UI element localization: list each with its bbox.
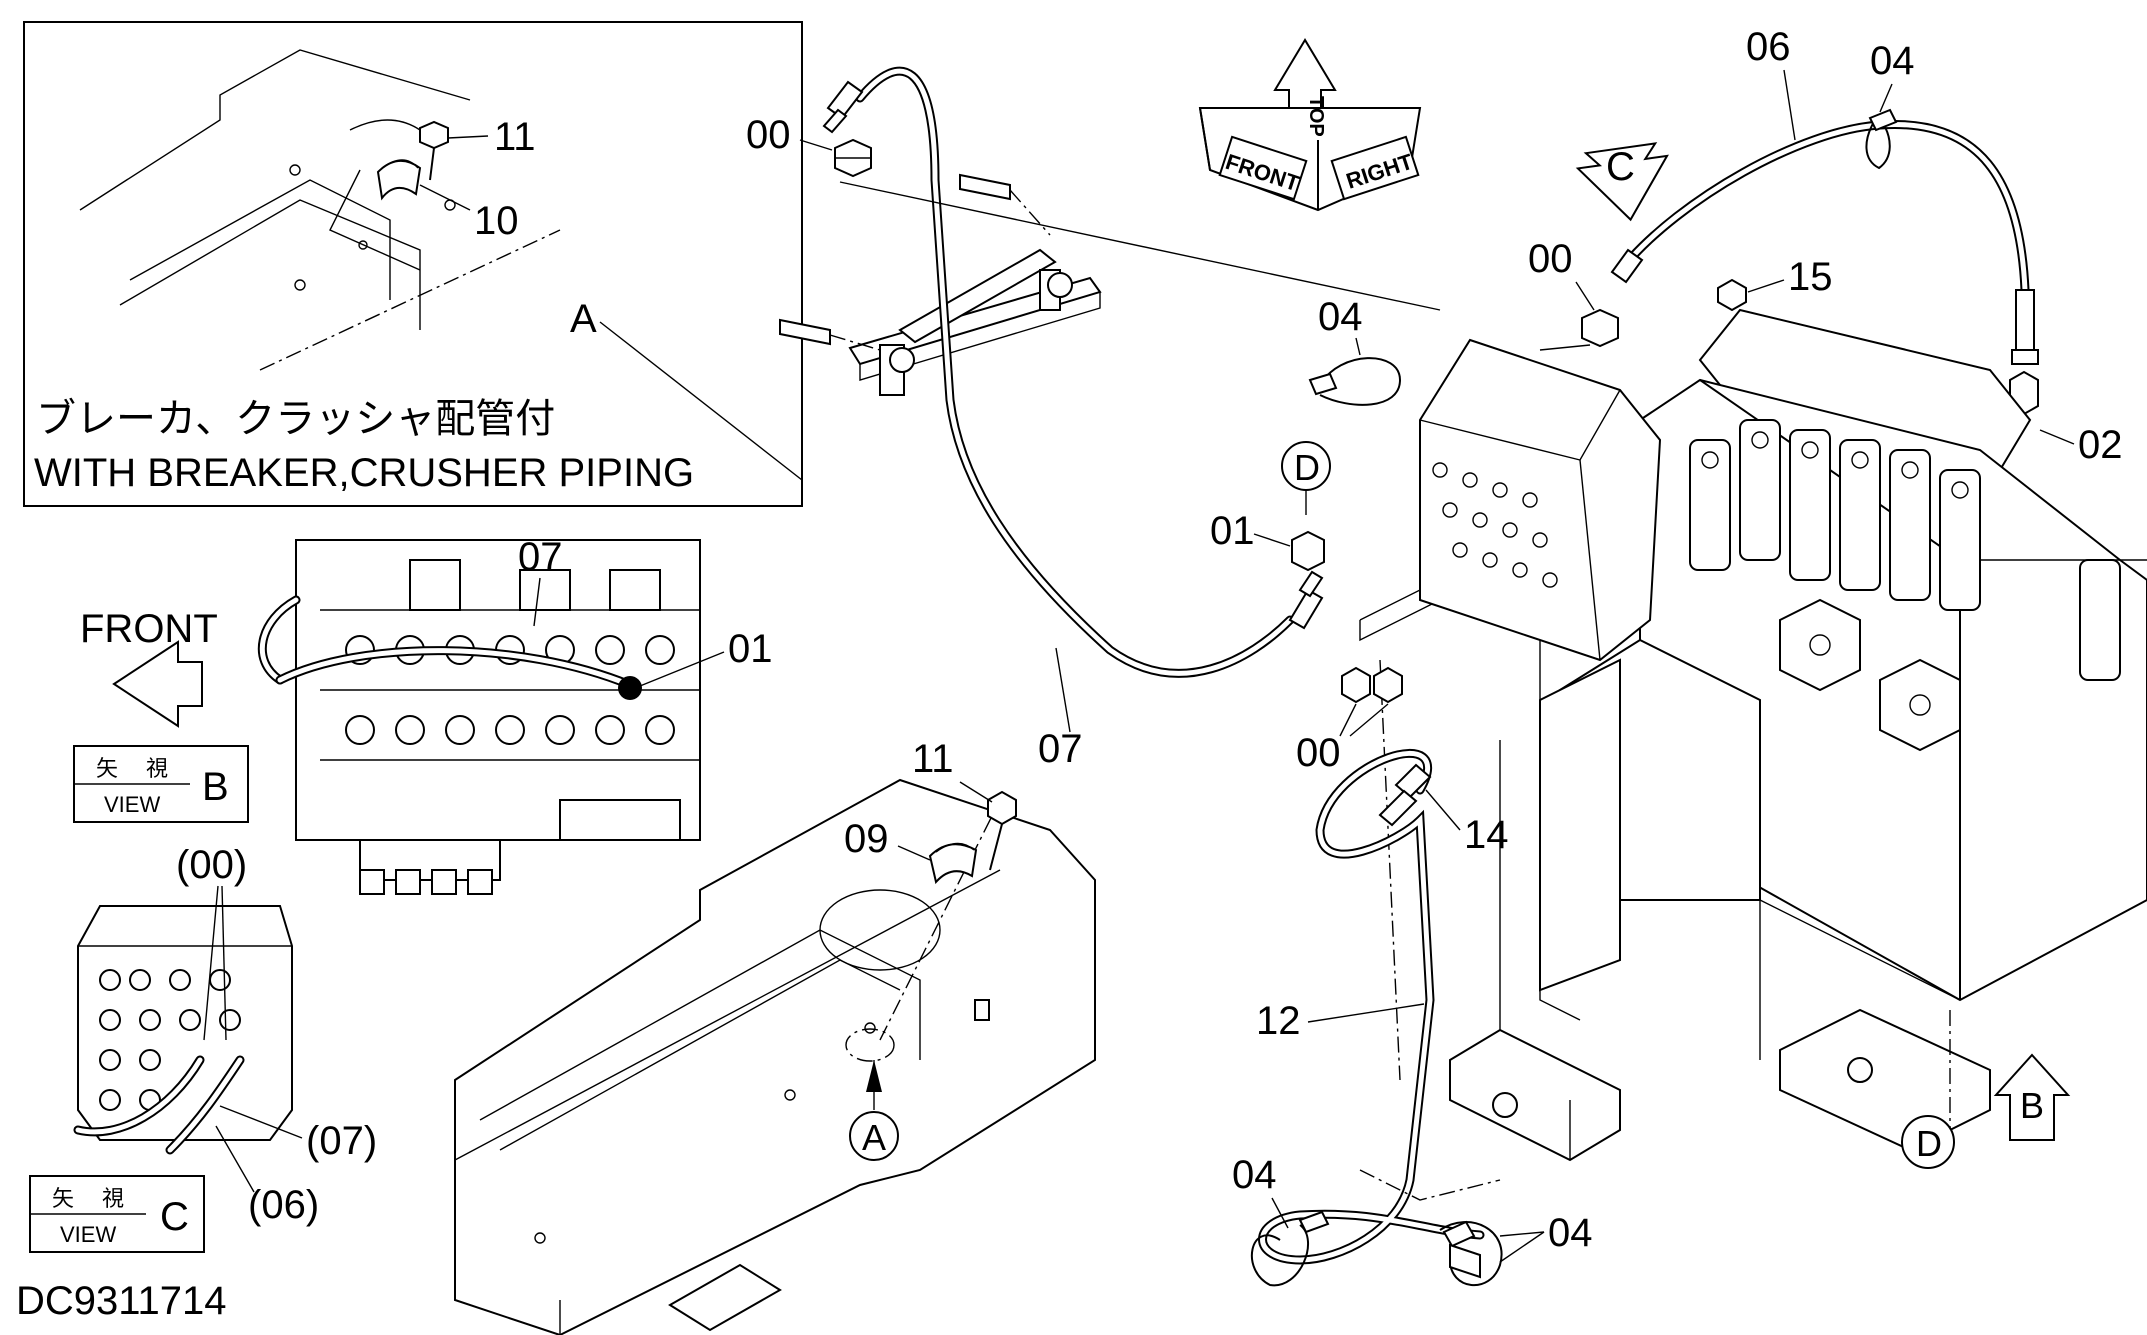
- view-c-letter: C: [160, 1195, 189, 1239]
- inset-caption-jp: ブレーカ、クラッシャ配管付: [36, 397, 555, 441]
- pilot-block: [1419, 338, 1662, 662]
- callout-00-low: 00: [1296, 731, 1341, 775]
- view-b-letter: B: [202, 765, 229, 809]
- view-c-callout-00: (00): [176, 843, 247, 887]
- valve-stand: [1359, 579, 1991, 1162]
- view-b-callout-01: 01: [728, 627, 773, 671]
- view-c-arrow: C: [1575, 142, 1669, 222]
- inset-bolt-11: [419, 120, 489, 181]
- view-c-detail: [73, 905, 293, 1155]
- callout-04-right: 04: [1548, 1211, 1593, 1255]
- drawing-id: DC9311714: [16, 1279, 227, 1323]
- inset-a-ref-letter: A: [570, 297, 597, 341]
- marker-d-bottom: D: [1901, 1115, 1955, 1169]
- view-b-detail: [257, 539, 701, 895]
- orientation-top-label: TOP: [1305, 96, 1327, 137]
- marker-a: A: [849, 1060, 899, 1161]
- marker-a-letter: A: [862, 1117, 886, 1158]
- callout-02: 02: [2078, 423, 2123, 467]
- callout-14: 14: [1464, 813, 1509, 857]
- view-c-jp-1: 矢: [52, 1186, 74, 1211]
- callout-12: 12: [1256, 999, 1301, 1043]
- view-c-en: VIEW: [60, 1222, 116, 1247]
- callout-01: 01: [1210, 509, 1255, 553]
- callout-00-mid: 00: [1528, 237, 1573, 281]
- inset-a-frame-drawing: [79, 49, 561, 371]
- marker-d-top-letter: D: [1294, 447, 1320, 488]
- view-b-arrow: B: [1993, 1053, 2071, 1141]
- callout-04-left: 04: [1232, 1153, 1277, 1197]
- callout-04-mid: 04: [1318, 295, 1363, 339]
- callout-06: 06: [1746, 25, 1791, 69]
- inset-a: 11 10 A ブレーカ、クラッシャ配管付 WITH BREAKER,CRUSH…: [23, 21, 803, 507]
- orientation-symbol: FRONT RIGHT TOP: [1198, 38, 1422, 212]
- bolt-11: [987, 790, 1017, 871]
- callout-09: 09: [844, 817, 889, 861]
- cable-ties-04-bottom: [1251, 1210, 1503, 1287]
- inset-callout-11: 11: [494, 115, 536, 159]
- view-c-arrow-letter: C: [1606, 145, 1635, 189]
- clamp-09: [928, 842, 978, 885]
- inset-callout-10: 10: [474, 199, 519, 243]
- callout-04-top: 04: [1870, 39, 1915, 83]
- view-b-en: VIEW: [104, 792, 160, 817]
- inset-a-frame: [23, 21, 803, 507]
- callout-11: 11: [912, 737, 954, 781]
- inset-clamp-10: [349, 119, 471, 211]
- callout-00-top: 00: [746, 113, 791, 157]
- hose-12: [1258, 748, 1485, 1265]
- view-c-callout-07: (07): [306, 1119, 377, 1163]
- view-c-jp-2: 視: [102, 1186, 124, 1211]
- fitting-00-mid: [1581, 308, 1619, 348]
- view-b-jp-2: 視: [146, 756, 168, 781]
- inset-caption-en: WITH BREAKER,CRUSHER PIPING: [34, 451, 694, 495]
- fitting-00-top: [834, 138, 872, 178]
- hose-07: [822, 66, 1324, 678]
- plug-15: [1717, 278, 1747, 312]
- callout-15: 15: [1788, 255, 1833, 299]
- view-c-label: 矢 視 VIEW C: [29, 1175, 205, 1253]
- center-bracket: [779, 173, 1102, 396]
- view-b-callout-07: 07: [518, 535, 563, 579]
- fitting-01: [1291, 530, 1325, 572]
- view-b-label: 矢 視 VIEW B: [73, 745, 249, 823]
- callout-07: 07: [1038, 727, 1083, 771]
- view-c-callout-06: (06): [248, 1183, 319, 1227]
- fittings-00-low: [1341, 666, 1403, 704]
- view-b-arrow-letter: B: [2020, 1085, 2044, 1126]
- front-arrow: [112, 640, 203, 728]
- view-b-jp-1: 矢: [96, 756, 118, 781]
- marker-d-bottom-letter: D: [1916, 1123, 1942, 1164]
- frame-panel: [454, 778, 1096, 1335]
- front-arrow-label: FRONT: [80, 607, 218, 651]
- control-valve-assembly: [1539, 308, 2147, 1002]
- marker-d-top: D: [1281, 441, 1331, 515]
- clamp-04-top: [1865, 108, 1898, 170]
- cable-tie-04-mid: [1308, 357, 1402, 406]
